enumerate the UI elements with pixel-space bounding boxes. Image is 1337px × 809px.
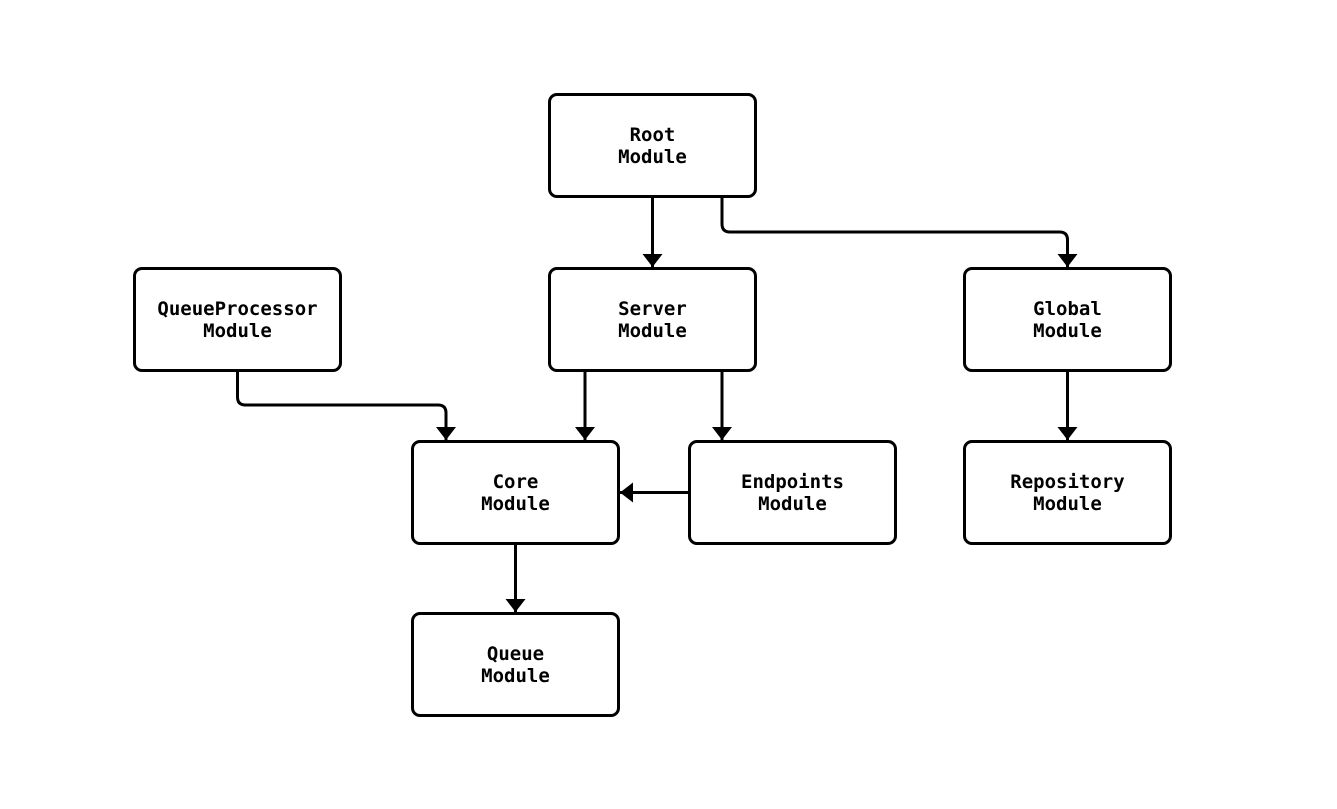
node-endpoints-label-line: Module <box>758 492 827 515</box>
node-queueprocessor-label-line: QueueProcessor <box>157 297 318 320</box>
node-endpoints-label-line: Endpoints <box>741 470 844 493</box>
node-queue-label-line: Module <box>481 664 550 687</box>
node-global-label-line: Module <box>1033 319 1102 342</box>
node-root-label-line: Root <box>629 123 676 146</box>
node-repository-label-line: Module <box>1033 492 1102 515</box>
node-core-label-line: Core <box>492 470 539 493</box>
node-repository-label-line: Repository <box>1010 470 1125 493</box>
node-global-label-line: Global <box>1033 297 1102 320</box>
edge-queueprocessor-core <box>236 372 456 440</box>
node-server-label-line: Server <box>618 297 687 320</box>
edge-root-global <box>720 198 1078 267</box>
node-queue-label-line: Queue <box>486 642 545 665</box>
node-server-label-line: Module <box>618 319 687 342</box>
node-queueprocessor-label-line: Module <box>203 319 272 342</box>
node-core-label-line: Module <box>481 492 550 515</box>
edges-group <box>236 198 1078 612</box>
node-root-label-line: Module <box>618 145 687 168</box>
